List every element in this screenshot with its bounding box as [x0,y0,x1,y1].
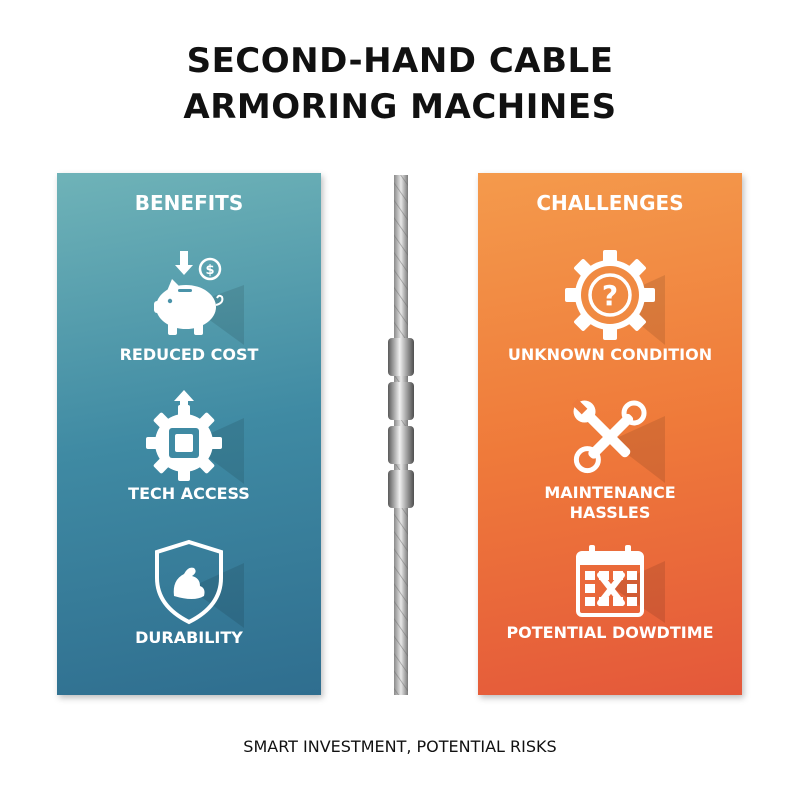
challenge-item-maintenance: MAINTENANCE HASSLES [478,391,742,523]
benefit-label-reduced-cost: REDUCED COST [119,345,259,364]
challenges-panel: CHALLENGES ? UNKNOWN [478,173,742,695]
challenge-label-maintenance: MAINTENANCE [544,483,676,502]
footer-caption: SMART INVESTMENT, POTENTIAL RISKS [243,737,557,756]
svg-text:$: $ [205,263,214,278]
cable-divider-icon [388,175,414,695]
challenge-label-hassles: HASSLES [569,503,651,522]
challenges-heading: CHALLENGES [536,191,684,215]
title-line-2: ARMORING MACHINES [183,87,617,127]
challenge-label-potential-downtime: POTENTIAL DOWDTIME [506,623,714,642]
benefit-item-reduced-cost: $ REDUCED COST [57,245,321,365]
benefit-item-tech-access: TECH ACCESS [57,388,321,504]
challenge-item-unknown-condition: ? UNKNOWN CONDITION [478,245,742,365]
benefits-panel: BENEFITS $ REDUCED COST [57,173,321,695]
benefit-item-durability: DURABILITY [57,538,321,648]
shield-muscle-icon [155,539,244,628]
gear-question-icon: ? [565,250,665,345]
calendar-icon [576,545,665,623]
challenge-label-unknown-condition: UNKNOWN CONDITION [507,345,713,364]
piggy-bank-icon: $ [154,251,244,345]
page-title: SECOND-HAND CABLE ARMORING MACHINES [0,38,800,130]
wrench-icon [571,398,665,483]
challenge-item-potential-downtime: POTENTIAL DOWDTIME [478,541,742,643]
benefit-label-tech-access: TECH ACCESS [128,484,250,503]
benefit-label-durability: DURABILITY [135,628,243,647]
benefits-heading: BENEFITS [134,191,244,215]
svg-text:?: ? [602,279,618,312]
title-line-1: SECOND-HAND CABLE [186,41,614,81]
gear-chip-icon [146,390,244,484]
